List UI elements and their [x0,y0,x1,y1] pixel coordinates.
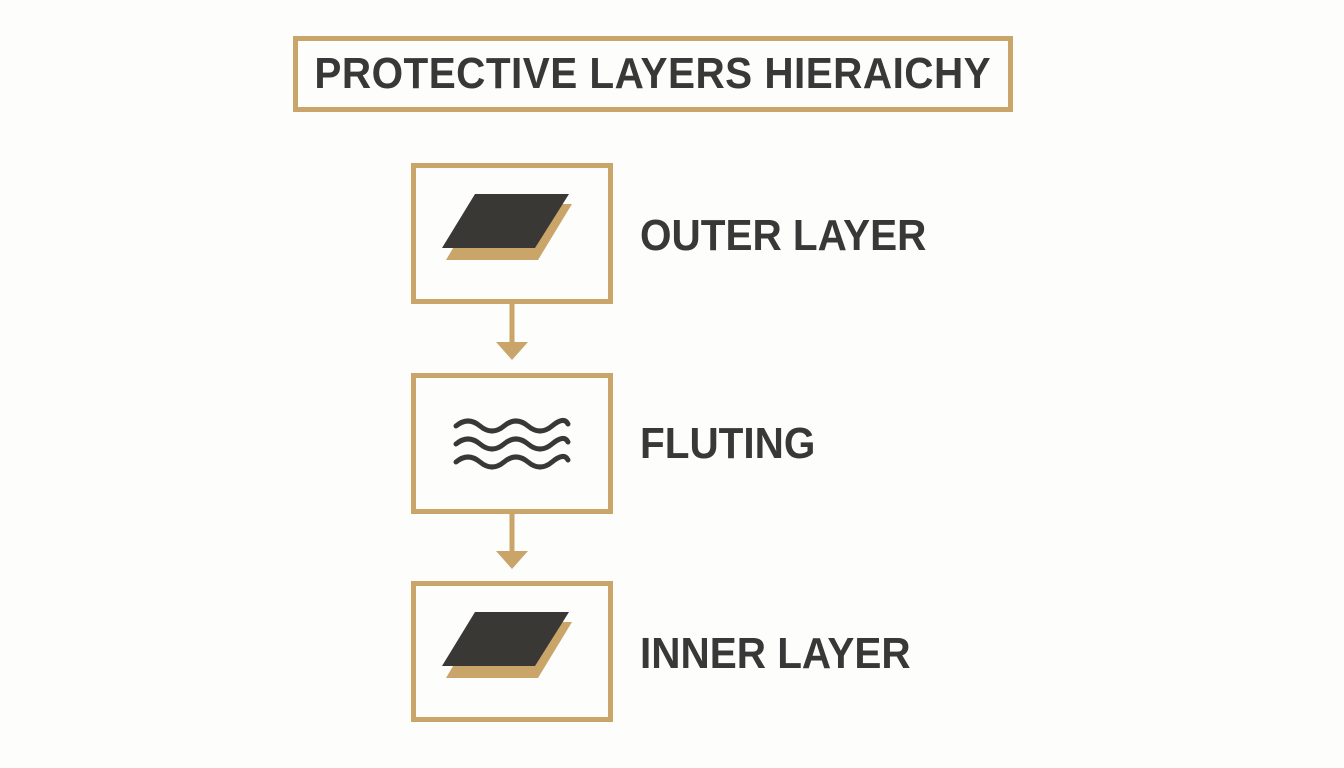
outer-layer-box [411,163,613,304]
diagram-title-box: PROTECTIVE LAYERS HIERAICHY [293,36,1013,112]
diagram-title: PROTECTIVE LAYERS HIERAICHY [314,49,992,98]
layer-sheet-icon [442,611,572,678]
inner-layer-box [411,581,613,722]
layer-sheet-icon [442,193,572,260]
arrow-down-icon [496,513,528,569]
inner-layer-label: INNER LAYER [640,629,911,678]
outer-layer-label: OUTER LAYER [640,211,927,260]
wave-lines-icon [453,417,571,469]
fluting-box [411,373,613,514]
arrow-down-icon [496,304,528,360]
fluting-label: FLUTING [640,419,816,468]
